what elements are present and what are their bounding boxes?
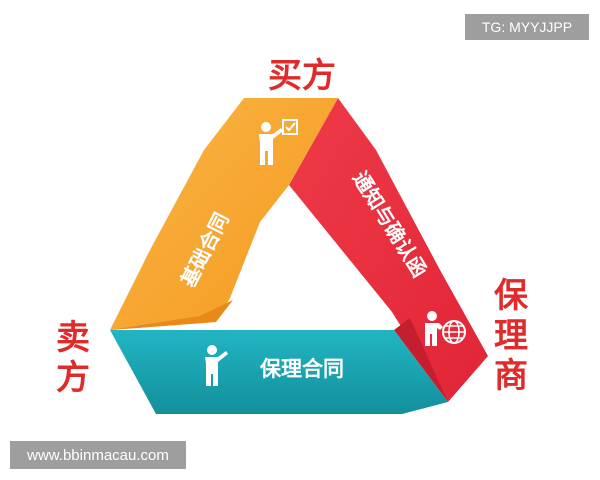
left-band: [110, 98, 338, 330]
watermark-bottom: www.bbinmacau.com: [10, 441, 186, 469]
left-band-fold: [110, 300, 233, 330]
seller-label: 卖 方: [56, 318, 96, 398]
factor-char-2: 理: [494, 316, 528, 356]
person-checklist-icon: [259, 119, 298, 165]
bottom-band-fold: [394, 318, 448, 402]
factor-char-3: 商: [494, 356, 528, 396]
buyer-label: 买方: [263, 56, 341, 96]
buyer-text: 买方: [268, 56, 336, 96]
person-presenting-icon: [205, 345, 228, 386]
bottom-band: [110, 330, 448, 414]
factor-label: 保 理 商: [494, 276, 538, 396]
seller-char-1: 卖: [56, 318, 90, 358]
seller-char-2: 方: [56, 358, 90, 398]
watermark-top: TG: MYYJJPP: [465, 14, 589, 40]
person-globe-icon: [425, 311, 466, 346]
factor-char-1: 保: [494, 276, 528, 316]
bottom-band-label: 保理合同: [259, 357, 344, 381]
